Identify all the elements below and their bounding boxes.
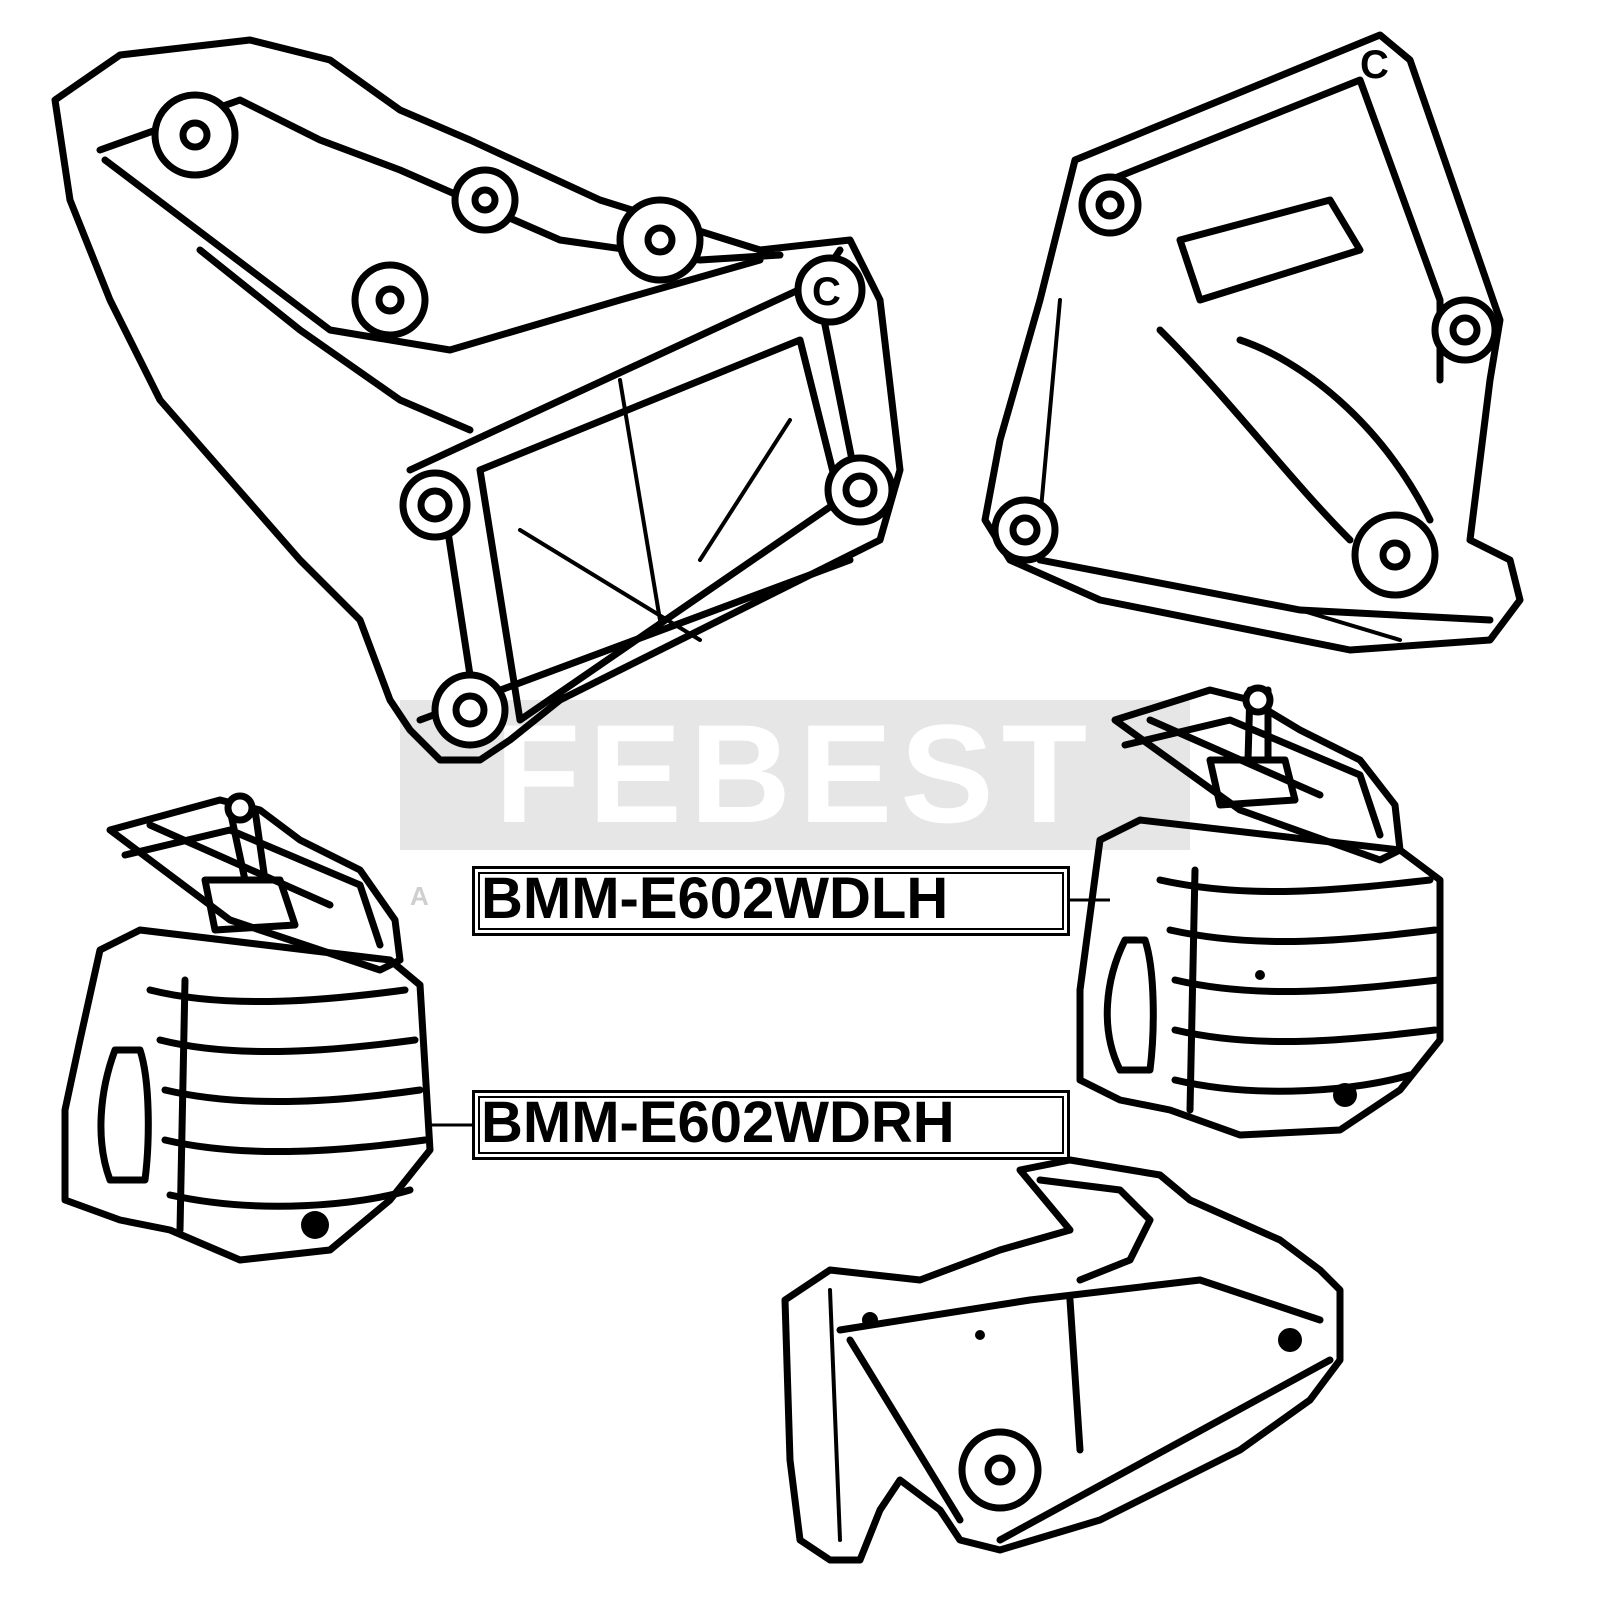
engine-bracket-bottom <box>781 1156 1344 1564</box>
engine-mount-right <box>1076 684 1444 1139</box>
engine-bracket-top-right: C <box>981 31 1524 654</box>
bracket-mark-c: C <box>1360 43 1389 87</box>
bracket-mark-c: C <box>812 270 841 314</box>
watermark: FEBEST A S <box>400 695 1190 911</box>
part-number-label-rh: BMM-E602WDRH <box>472 1090 1070 1160</box>
engine-mount-left <box>61 792 434 1264</box>
part-number-label-lh: BMM-E602WDLH <box>472 866 1070 936</box>
transmission-bracket-top-left: C <box>51 36 904 764</box>
watermark-brand: FEBEST <box>495 695 1095 852</box>
